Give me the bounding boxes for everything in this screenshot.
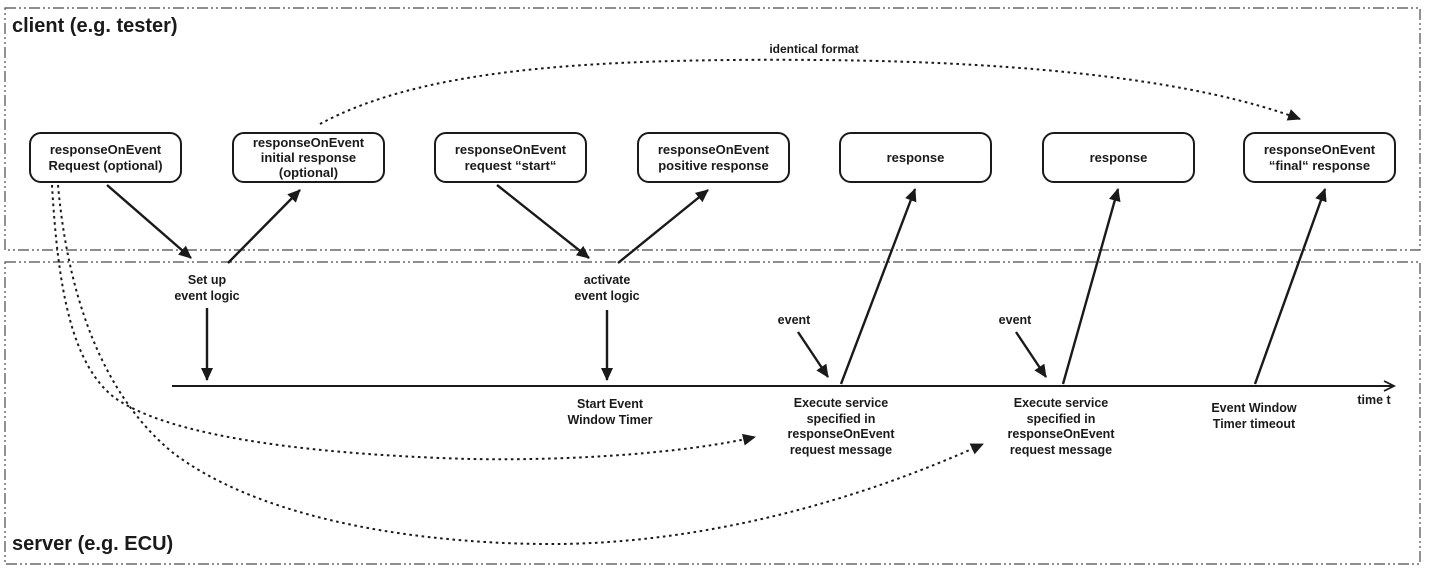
client-region-border xyxy=(4,7,1421,251)
box-roe-request-optional: responseOnEvent Request (optional) xyxy=(29,132,182,183)
dotted-arrow-identical-format xyxy=(319,58,1301,125)
arrow-setup-to-initial-response xyxy=(227,189,301,264)
arrow-request-to-setup xyxy=(106,184,192,259)
arrow-event1-to-timeline xyxy=(797,331,829,378)
dotted-arrow-request-to-execute2 xyxy=(57,184,984,546)
dotted-arrow-request-to-execute1 xyxy=(51,184,756,461)
box-roe-positive-response: responseOnEvent positive response xyxy=(637,132,790,183)
arrow-timeline-to-response1 xyxy=(839,188,917,385)
event-1-label: event xyxy=(777,313,811,327)
arrow-event2-to-timeline xyxy=(1015,331,1047,378)
arrow-timeline-to-response2 xyxy=(1061,188,1121,385)
box-response-2: response xyxy=(1042,132,1195,183)
set-up-event-logic-label: Set up event logic xyxy=(174,273,240,303)
execute-service-2-label: Execute service specified in responseOnE… xyxy=(1007,396,1115,457)
arrow-start-request-to-activate xyxy=(496,184,590,259)
box-response-1: response xyxy=(839,132,992,183)
server-region-label: server (e.g. ECU) xyxy=(12,533,174,555)
time-axis-label: time t xyxy=(1357,393,1391,407)
box-roe-initial-response: responseOnEvent initial response (option… xyxy=(232,132,385,183)
arrow-activate-to-positive-response xyxy=(617,189,709,264)
activate-event-logic-label: activate event logic xyxy=(574,273,640,303)
event-window-timer-timeout-label: Event Window Timer timeout xyxy=(1211,401,1297,431)
box-roe-request-start: responseOnEvent request “start“ xyxy=(434,132,587,183)
event-2-label: event xyxy=(998,313,1032,327)
server-region-border xyxy=(4,261,1421,565)
arrow-timeout-to-final-response xyxy=(1253,188,1327,385)
execute-service-1-label: Execute service specified in responseOnE… xyxy=(787,396,895,457)
box-roe-final-response: responseOnEvent “final“ response xyxy=(1243,132,1396,183)
start-event-window-timer-label: Start Event Window Timer xyxy=(567,397,653,427)
identical-format-label: identical format xyxy=(769,42,859,56)
client-region-label: client (e.g. tester) xyxy=(12,15,178,37)
